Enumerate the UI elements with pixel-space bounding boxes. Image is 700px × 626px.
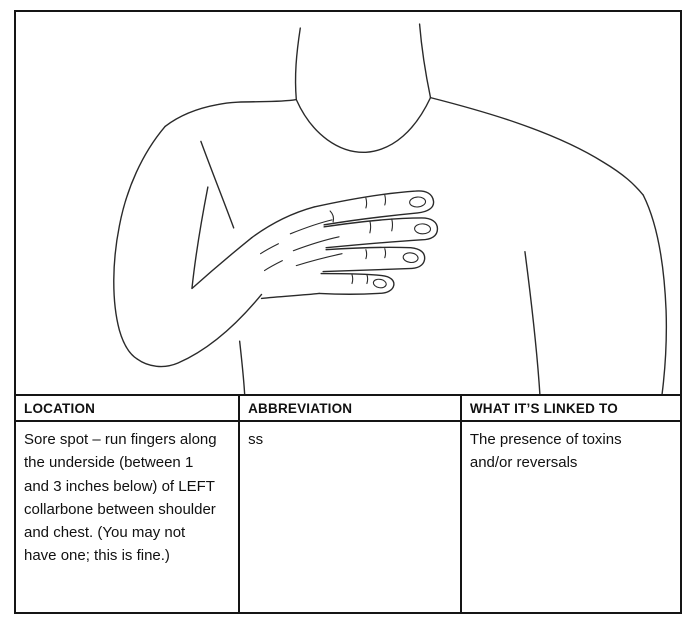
right-torso-line [524,251,541,394]
middle-nail [414,223,432,235]
hand-outline [250,190,439,300]
cell-location: Sore spot – run fingers along the unders… [16,420,241,612]
pinky-finger-outline [318,272,395,295]
finger-crease [384,248,387,259]
wrist-crease [259,243,279,255]
hand-tendon-line [292,236,340,252]
ring-nail [402,252,419,264]
hand-tendon-line [289,219,333,235]
knuckle-crease [329,210,335,223]
hand-bottom-edge [260,292,320,300]
page-border-frame: LOCATION ABBREVIATION WHAT IT’S LINKED T… [14,10,682,614]
chest-contour [200,140,235,229]
pinky-nail [372,278,387,289]
header-abbreviation: ABBREVIATION [238,394,462,422]
header-row: LOCATION ABBREVIATION WHAT IT’S LINKED T… [16,394,680,422]
header-location: LOCATION [16,394,241,422]
elbow-forearm-outline [136,293,263,368]
cell-abbreviation: ss [238,420,462,612]
finger-crease [369,220,372,234]
finger-crease [351,274,354,285]
header-linked-to: WHAT IT’S LINKED TO [459,394,680,422]
neck-left-line [294,27,301,101]
finger-crease [391,218,394,232]
index-finger-outline [313,190,435,226]
left-shoulder-outline [164,98,298,128]
inner-arm-outline [191,186,253,290]
person-outline [113,23,668,394]
right-shoulder-outline [429,96,644,196]
hand-back-edge [250,206,315,239]
sore-spot-illustration [113,23,668,394]
finger-crease [384,194,387,206]
torso-left-line [238,340,246,394]
middle-finger-outline [323,217,439,249]
neck-right-line [418,23,432,99]
wrist-crease [263,260,283,272]
index-nail [409,196,427,208]
data-row: Sore spot – run fingers along the unders… [16,420,680,612]
reference-table: LOCATION ABBREVIATION WHAT IT’S LINKED T… [16,394,680,612]
illustration-area [16,12,680,394]
collar-outline [295,96,432,154]
hand-tendon-line [295,253,343,267]
ring-finger-outline [322,246,426,273]
finger-crease [366,274,369,285]
finger-crease [365,197,368,209]
cell-linked-to: The presence of toxins and/or reversals [459,420,680,612]
finger-crease [365,249,368,260]
right-arm-outer-outline [642,194,668,394]
left-arm-outer-outline [113,125,166,360]
